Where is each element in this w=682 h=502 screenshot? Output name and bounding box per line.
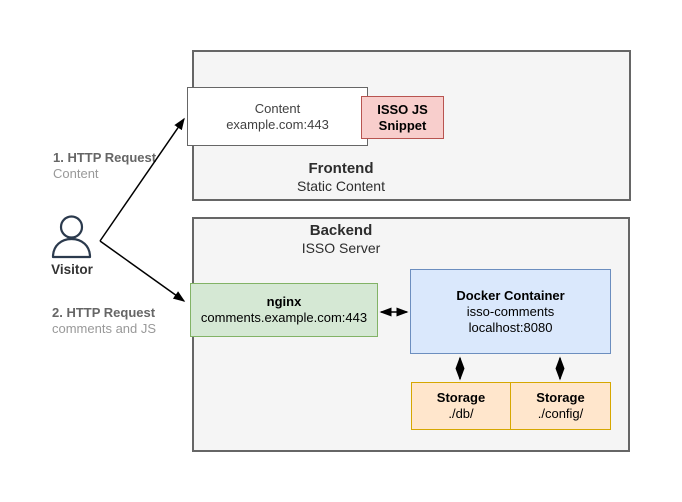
nginx-title: nginx [266,294,302,309]
nginx-node: nginx comments.example.com:443 [190,283,378,337]
visitor-person-icon [51,215,92,259]
backend-title: Backend [309,222,373,239]
docker-host: localhost:8080 [468,319,553,335]
request2-subtitle: comments and JS [52,321,157,336]
request2-title: 2. HTTP Request [52,305,156,320]
docker-title: Docker Container [456,287,565,303]
request1-title: 1. HTTP Request [53,150,157,165]
storage-db-title: Storage [436,390,486,405]
request1-subtitle: Content [53,166,99,181]
storage-db-node: Storage ./db/ [411,382,511,430]
frontend-label: Frontend Static Content [0,160,682,195]
storage-config-path: ./config/ [537,406,584,421]
docker-container-node: Docker Container isso-comments localhost… [410,269,611,354]
frontend-subtitle: Static Content [297,178,385,194]
backend-label: Backend ISSO Server [0,222,682,257]
backend-subtitle: ISSO Server [301,240,381,256]
request2-label: 2. HTTP Request comments and JS [52,305,156,337]
storage-config-title: Storage [536,390,585,405]
request1-label: 1. HTTP Request Content [53,150,156,182]
content-node: Content example.com:443 [187,87,368,146]
isso-snippet-line2: Snippet [378,117,427,133]
isso-snippet-line1: ISSO JS [377,101,428,117]
docker-name: isso-comments [466,303,555,319]
visitor-label: Visitor [51,262,93,277]
isso-js-snippet-node: ISSO JS Snippet [361,96,444,139]
frontend-title: Frontend [308,160,374,177]
content-node-host: example.com:443 [226,116,329,132]
storage-db-path: ./db/ [448,406,474,421]
storage-config-node: Storage ./config/ [510,382,611,430]
content-node-title: Content [254,100,301,116]
nginx-host: comments.example.com:443 [200,310,368,325]
